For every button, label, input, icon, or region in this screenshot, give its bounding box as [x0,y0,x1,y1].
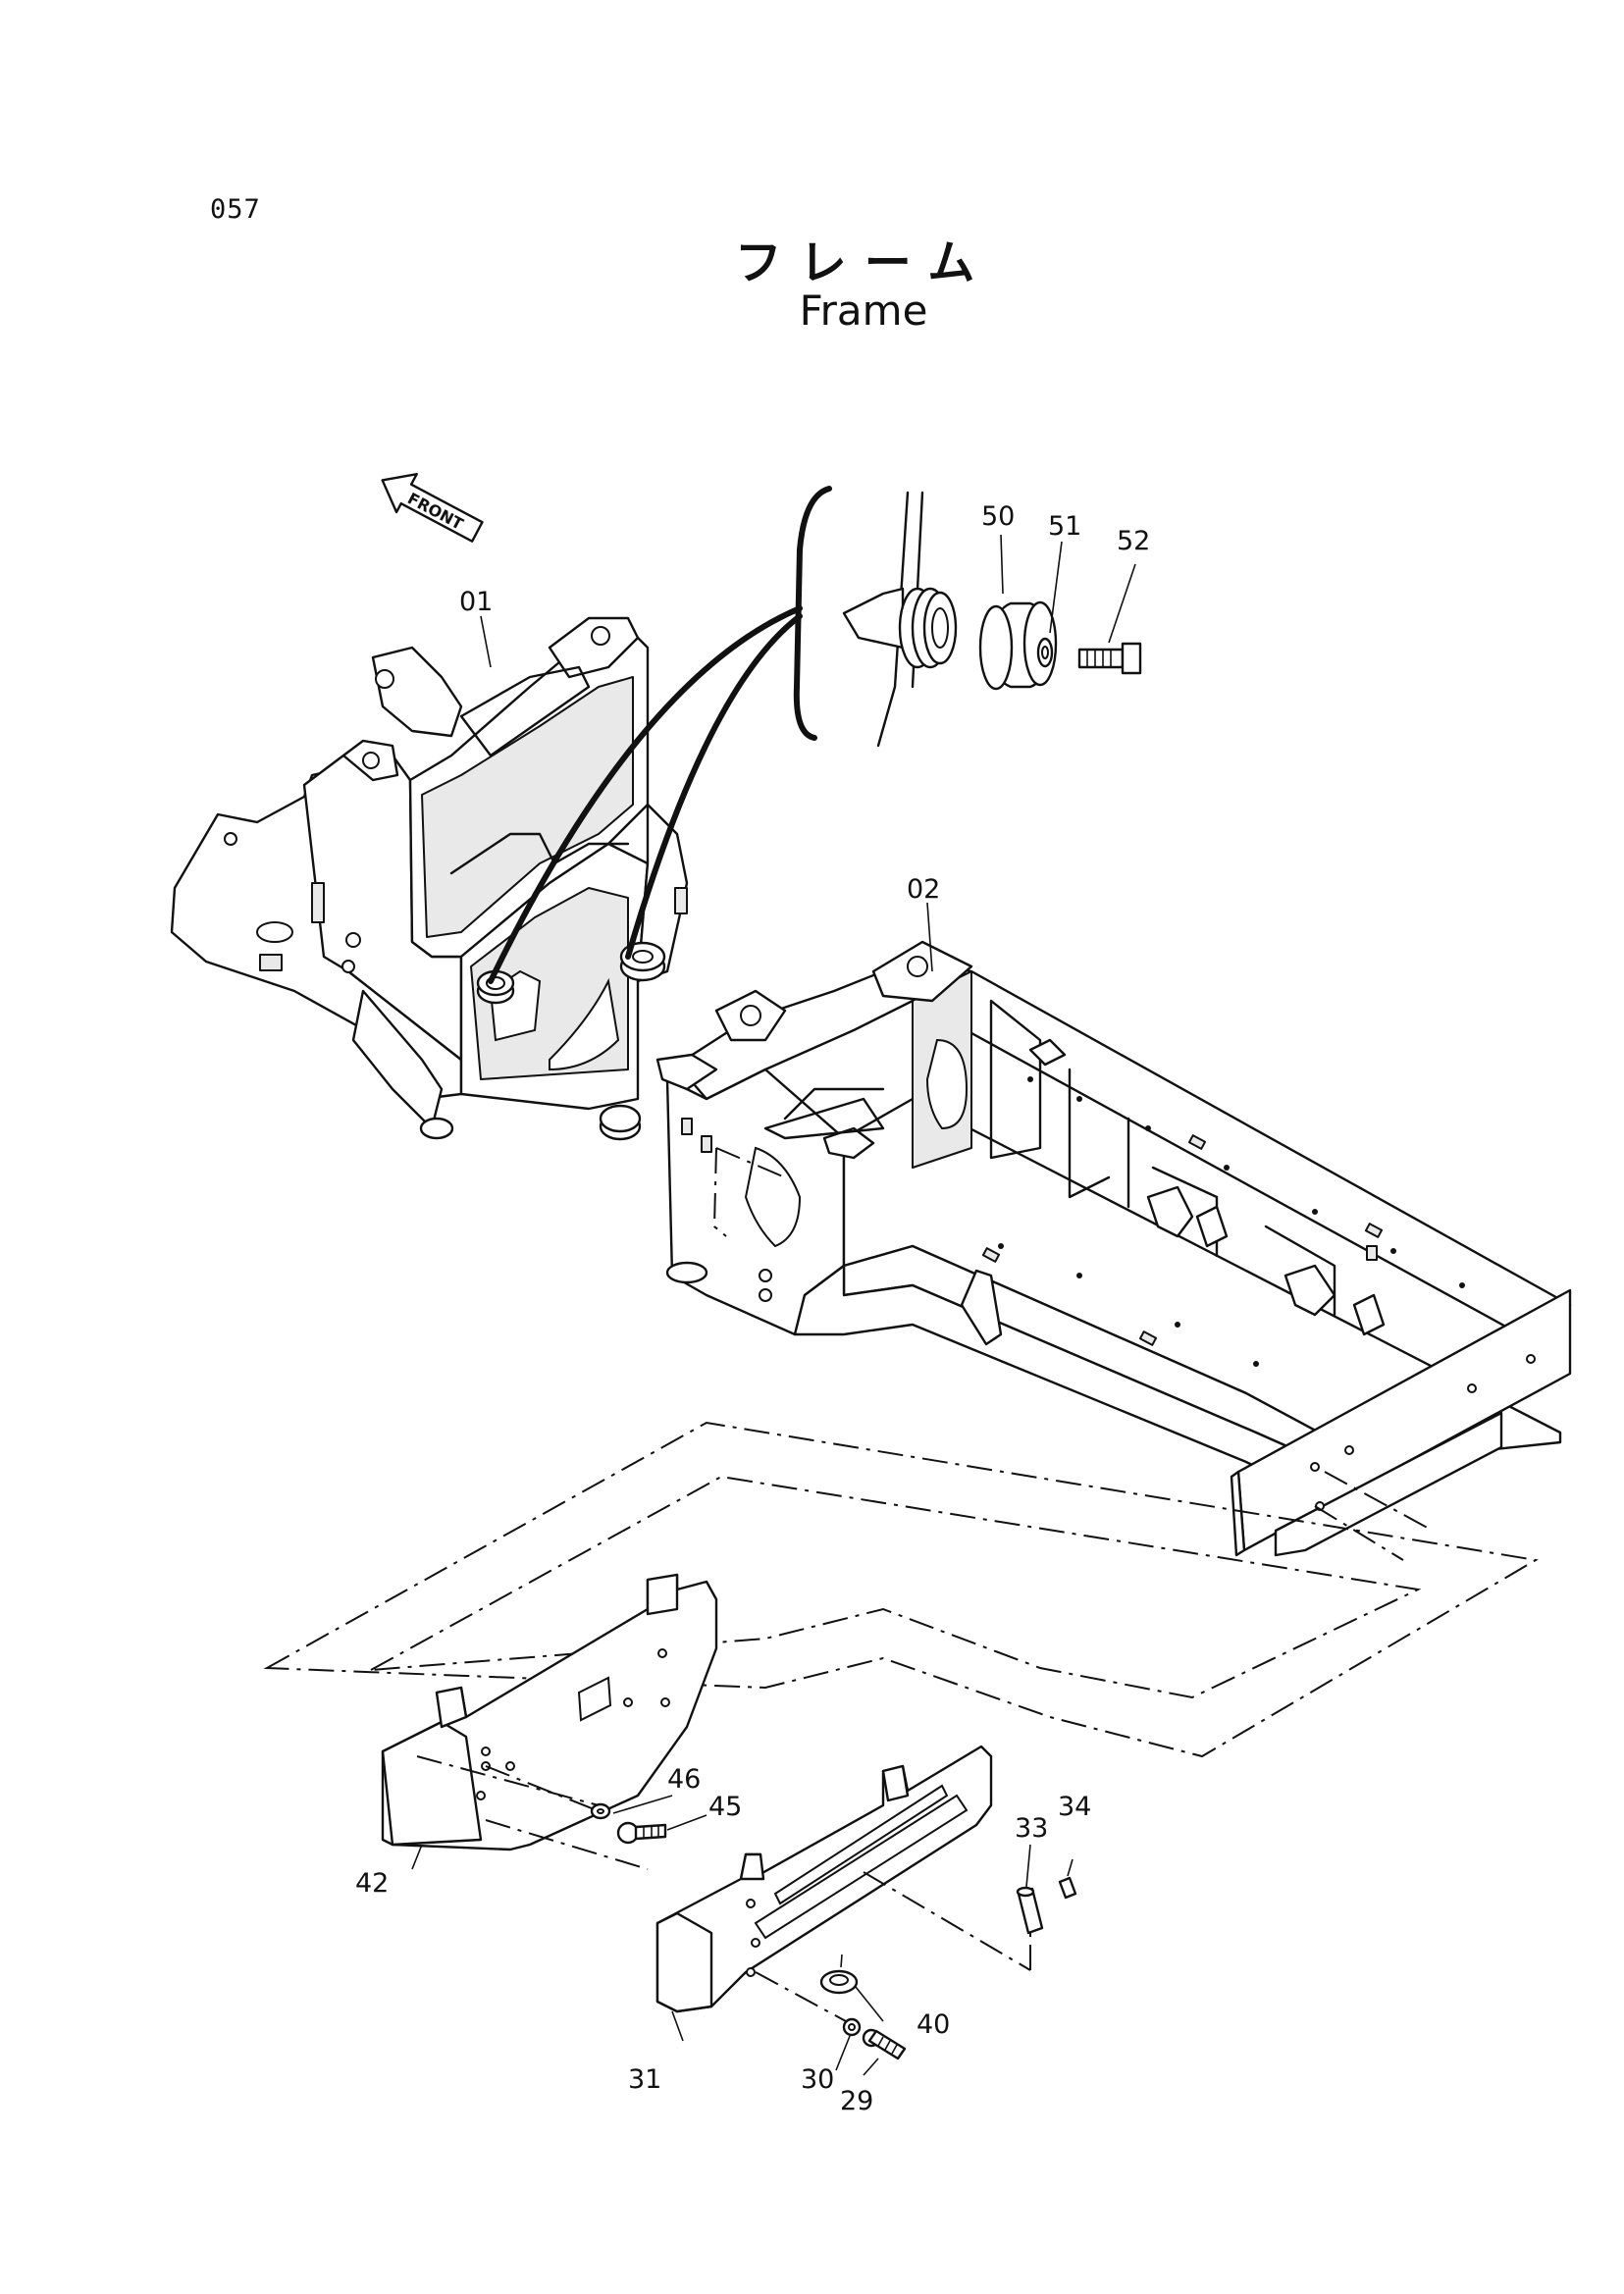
lifting-eye-40 [819,1954,859,1995]
front-frame-part-01 [170,616,689,1141]
pin-33 [1016,1886,1044,1935]
phantom-outline-outer [263,1421,1539,1758]
counterweight-part-42 [381,1573,718,1851]
callout-30: 30 [801,2064,834,2095]
callout-50: 50 [981,501,1015,532]
title-english: Frame [799,287,928,335]
bolt-52 [1077,642,1142,675]
callout-40: 40 [917,2009,950,2040]
title-japanese: フレーム [734,235,993,290]
detail-bracket [793,486,832,741]
callout-34: 34 [1058,1792,1091,1822]
counterweight-part-31 [655,1745,993,2013]
detail-leader-b [625,613,803,960]
callout-29: 29 [840,2086,873,2116]
phantom-outline-inner [370,1475,1422,1699]
rear-end-plate [1230,1288,1572,1557]
callout-51: 51 [1048,511,1081,542]
mount-detail [842,491,1142,748]
callout-46: 46 [667,1764,701,1795]
callout-01: 01 [459,587,493,617]
front-arrow-icon: FRONT [381,472,484,543]
page-code: 057 [210,194,261,225]
main-frame-part-02 [655,940,1572,1493]
set-screw-34 [1058,1876,1077,1900]
bolt-45 [616,1821,667,1845]
callout-45: 45 [708,1792,742,1822]
callout-02: 02 [907,874,940,905]
callout-52: 52 [1117,526,1150,556]
callout-31: 31 [628,2064,661,2095]
callout-42: 42 [355,1868,389,1899]
bolt-29 [862,2028,907,2060]
callout-33: 33 [1015,1813,1048,1844]
detail-leader-a [488,605,803,984]
